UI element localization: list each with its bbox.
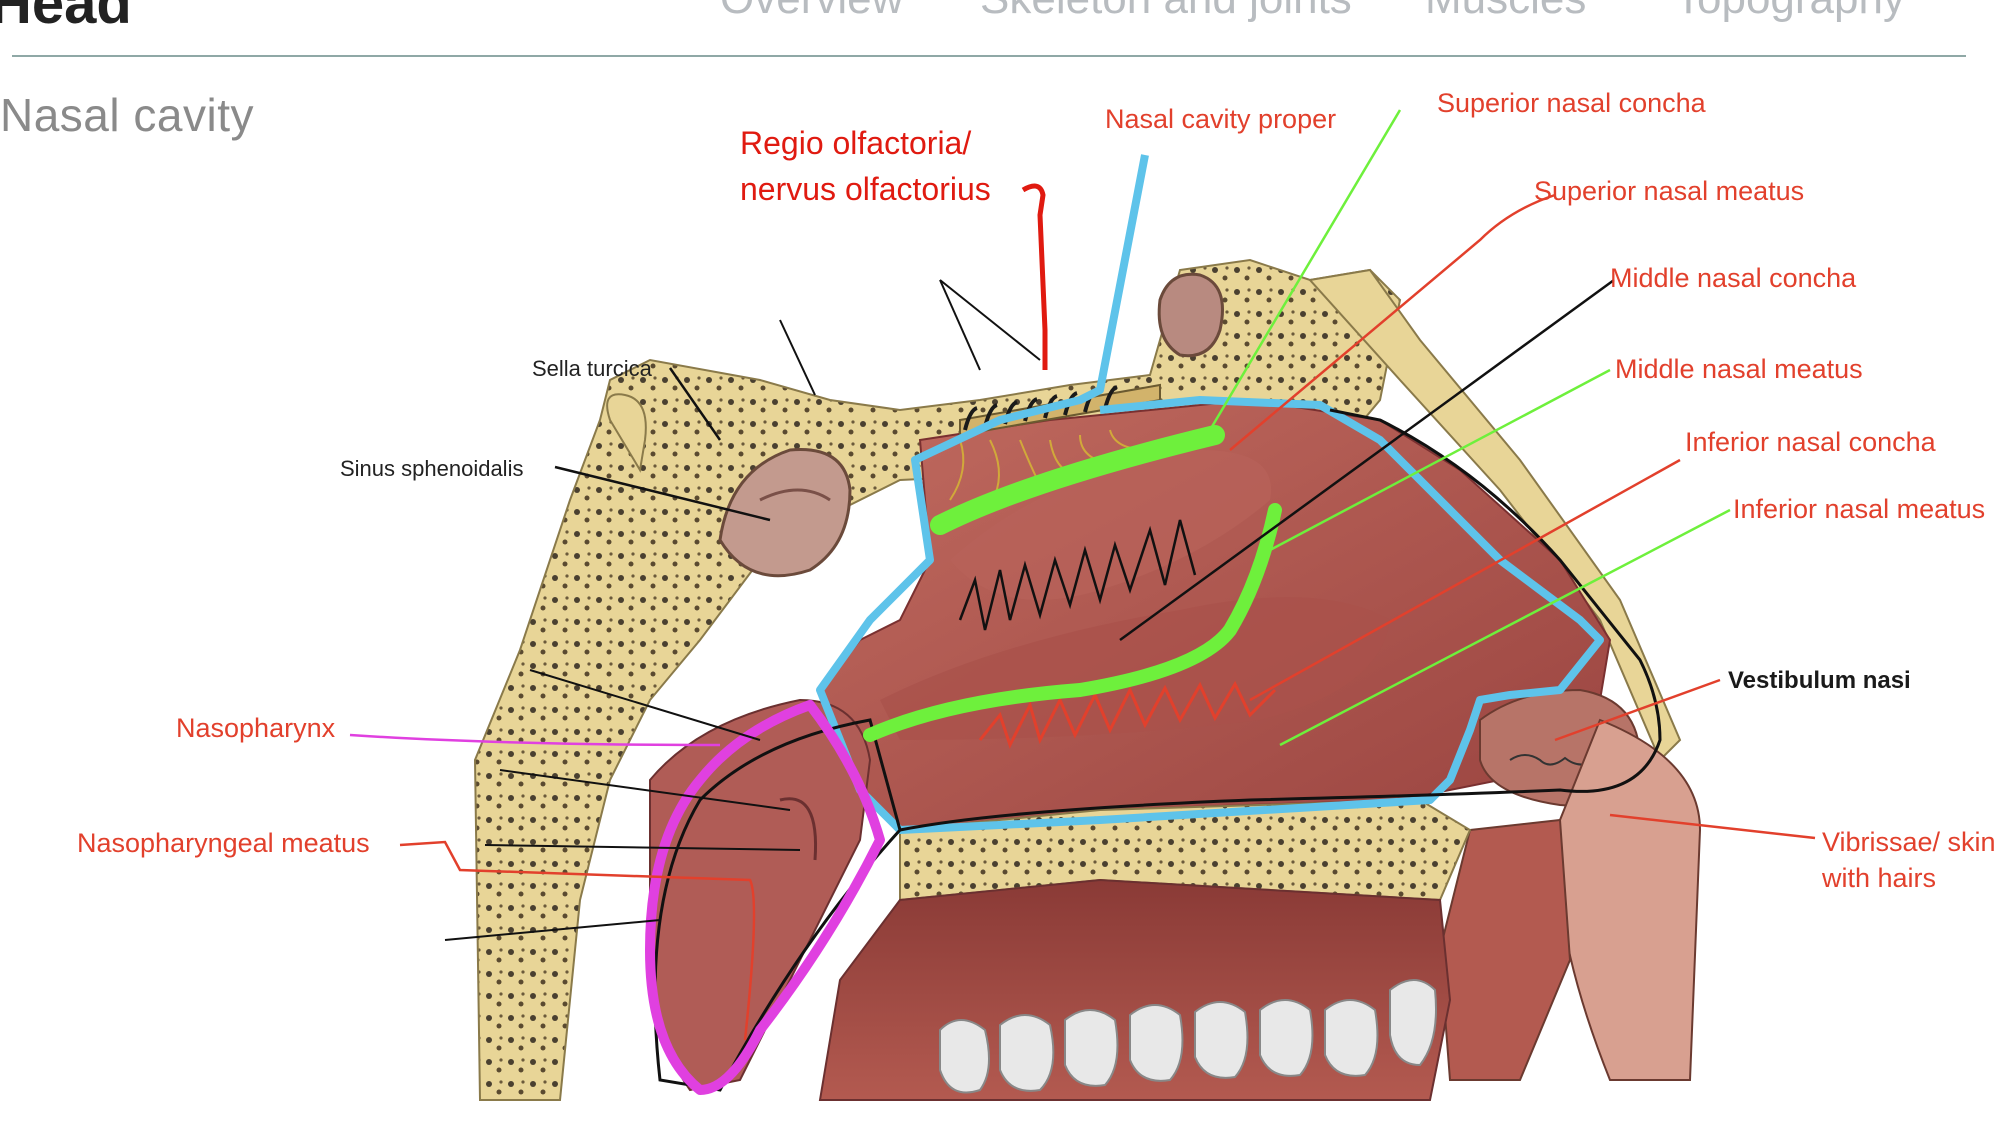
label-vibrissae-line2: with hairs xyxy=(1822,863,1937,893)
label-vestibulum-nasi: Vestibulum nasi xyxy=(1728,667,1911,694)
app-title: Head xyxy=(0,0,132,36)
page-title: Nasal cavity xyxy=(0,89,254,141)
tab-skeleton-and-joints[interactable]: Skeleton and joints xyxy=(980,0,1352,24)
middle-concha-hatch xyxy=(958,519,1197,631)
tab-topography[interactable]: Topography xyxy=(1675,0,1905,24)
label-nasal-cavity-proper: Nasal cavity proper xyxy=(1105,104,1337,134)
inferior-concha-hatch xyxy=(978,680,1277,749)
middle-meatus-highlight xyxy=(863,503,1282,742)
sphenoid-bone xyxy=(473,258,1402,1101)
label-nasopharynx: Nasopharynx xyxy=(176,713,336,743)
upper-teeth xyxy=(939,979,1437,1094)
leader-lines xyxy=(349,109,1816,1041)
tab-muscles[interactable]: Muscles xyxy=(1425,0,1586,24)
label-middle-nasal-meatus: Middle nasal meatus xyxy=(1615,354,1863,384)
label-inferior-nasal-meatus: Inferior nasal meatus xyxy=(1733,494,1986,524)
upper-lip xyxy=(1438,718,1702,1081)
label-vibrissae: Vibrissae/ skin with hairs xyxy=(1822,824,1996,896)
olfactory-leader xyxy=(1021,183,1048,370)
label-regio-olfactoria-line1: Regio olfactoria/ xyxy=(740,125,972,161)
label-regio-olfactoria: Regio olfactoria/ nervus olfactorius xyxy=(740,120,991,212)
nasal-cavity-proper-outline xyxy=(816,154,1604,834)
label-inferior-nasal-concha: Inferior nasal concha xyxy=(1685,427,1936,457)
frontal-sinus xyxy=(1157,272,1224,358)
label-superior-nasal-concha: Superior nasal concha xyxy=(1437,88,1706,118)
tab-overview[interactable]: Overview xyxy=(720,0,903,24)
nasal-bone xyxy=(1308,268,1682,762)
label-vibrissae-line1: Vibrissae/ skin xyxy=(1822,827,1996,857)
nasopharynx-outline xyxy=(645,700,885,1095)
nasopharynx-outer-outline xyxy=(653,718,902,1092)
label-superior-nasal-meatus: Superior nasal meatus xyxy=(1534,176,1805,206)
label-middle-nasal-concha: Middle nasal concha xyxy=(1610,263,1857,293)
label-nasopharyngeal-meatus: Nasopharyngeal meatus xyxy=(77,828,370,858)
sphenoid-sinus xyxy=(718,448,852,578)
superior-meatus-highlight xyxy=(930,425,1225,535)
top-navigation: Head Overview Skeleton and joints Muscle… xyxy=(0,0,2004,60)
nasal-cavity-outer-outline xyxy=(899,408,1662,832)
label-sinus-sphenoidalis: Sinus sphenoidalis xyxy=(340,456,524,481)
label-sella-turcica: Sella turcica xyxy=(532,356,652,381)
header-divider xyxy=(12,55,1966,57)
label-regio-olfactoria-line2: nervus olfactorius xyxy=(740,171,991,207)
unlabeled-leader-lines xyxy=(444,279,1041,941)
